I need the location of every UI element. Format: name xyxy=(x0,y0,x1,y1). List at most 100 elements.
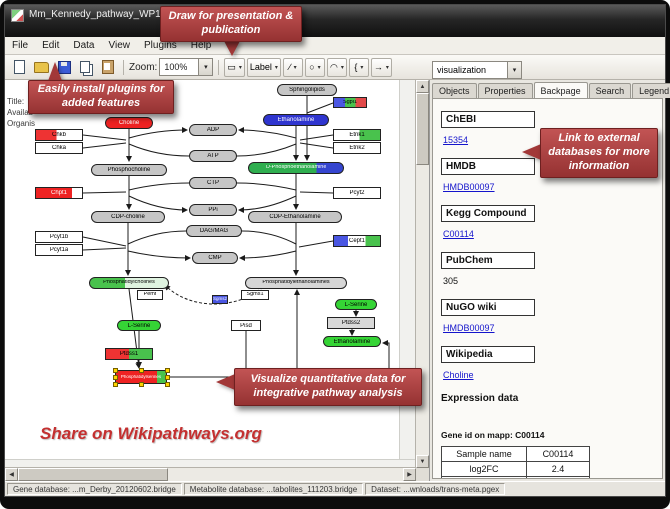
selection-handle[interactable] xyxy=(139,382,144,387)
shape-tool[interactable]: ○ xyxy=(304,57,325,77)
backpage-value-kegg-compound[interactable]: C00114 xyxy=(443,229,474,239)
zoom-combobox[interactable]: 100% xyxy=(159,58,214,76)
horizontal-scroll-thumb[interactable] xyxy=(18,468,168,481)
pathway-node-ethanolamine[interactable]: Ethanolamine xyxy=(323,336,381,347)
horizontal-scrollbar[interactable] xyxy=(5,467,416,481)
pathway-node-ctp[interactable]: CTP xyxy=(189,177,237,189)
menu-data[interactable]: Data xyxy=(73,40,95,51)
tab-search[interactable]: Search xyxy=(588,83,632,98)
pathway-node-adp[interactable]: ADP xyxy=(189,124,237,136)
pathway-edge[interactable] xyxy=(238,195,297,213)
pathway-node-sgpl1[interactable]: Sgpl1 xyxy=(333,97,367,108)
new-file-button[interactable] xyxy=(9,58,29,77)
paste-button[interactable] xyxy=(98,58,118,77)
pathway-edge[interactable] xyxy=(127,250,191,261)
selection-handle[interactable] xyxy=(139,368,144,373)
pathway-node-ethanolamine[interactable]: Ethanolamine xyxy=(263,114,329,126)
pathway-edge[interactable] xyxy=(306,102,334,114)
backpage-value-wikipedia[interactable]: Choline xyxy=(443,370,474,380)
menu-edit[interactable]: Edit xyxy=(42,40,60,51)
pathway-edge[interactable] xyxy=(239,250,297,261)
pathway-node-phosphatidylcholines[interactable]: Phosphatidylcholines xyxy=(89,277,169,289)
pathway-edge[interactable] xyxy=(298,240,334,248)
scroll-down-icon[interactable] xyxy=(416,455,429,468)
pathway-node-pisd[interactable]: Pisd xyxy=(231,320,261,331)
pathway-node-etnk2[interactable]: Etnk2 xyxy=(333,142,381,154)
copy-button[interactable] xyxy=(76,58,96,77)
vertical-scrollbar[interactable] xyxy=(415,80,429,468)
pathway-edge[interactable] xyxy=(128,195,188,213)
pathway-node-cmp[interactable]: CMP xyxy=(192,252,238,264)
backpage-value-hmdb[interactable]: HMDB00097 xyxy=(443,182,495,192)
pathway-node-cdp-ethanolamine[interactable]: CDP-Ethanolamine xyxy=(248,211,342,223)
pathway-edge[interactable] xyxy=(238,127,297,139)
scroll-left-icon[interactable] xyxy=(5,468,18,481)
backpage-value-chebi[interactable]: 15354 xyxy=(443,135,469,145)
pathway-edge[interactable] xyxy=(128,127,188,139)
scroll-up-icon[interactable] xyxy=(416,80,429,93)
pathway-node-ptdss1[interactable]: Ptdss1 xyxy=(105,348,153,360)
pathway-edge[interactable] xyxy=(82,142,127,149)
pathway-node-choline[interactable]: Choline xyxy=(105,117,153,129)
pathway-node-pemt[interactable]: Pemt xyxy=(137,290,163,300)
tab-backpage[interactable]: Backpage xyxy=(533,82,588,98)
pathway-edge[interactable] xyxy=(299,134,334,141)
visualization-combobox[interactable]: visualization xyxy=(432,61,522,79)
tab-legend[interactable]: Legend xyxy=(632,83,670,98)
scroll-right-icon[interactable] xyxy=(403,468,416,481)
pathway-node-l-serine[interactable]: L-Serine xyxy=(117,320,161,331)
pathway-edge[interactable] xyxy=(82,236,127,247)
backpage-value-nugo-wiki[interactable]: HMDB00097 xyxy=(443,323,495,333)
line-tool[interactable]: ∕ xyxy=(282,57,303,77)
arc-tool[interactable]: ◠ xyxy=(326,57,347,77)
interaction-tool[interactable]: → xyxy=(370,57,392,77)
pathway-edge[interactable] xyxy=(82,134,127,141)
pathway-node-phosphatidylserines[interactable]: Phosphatidylserines xyxy=(113,368,170,387)
pathway-edge[interactable] xyxy=(236,143,297,157)
pathway-node-cept1[interactable]: Cept1 xyxy=(333,235,381,247)
pathway-node-atp[interactable]: ATP xyxy=(189,150,237,162)
menu-file[interactable]: File xyxy=(12,40,29,51)
pathway-node-chpt1[interactable]: Chpt1 xyxy=(35,187,83,199)
pathway-node-cdp-choline[interactable]: CDP-choline xyxy=(91,211,165,223)
menu-view[interactable]: View xyxy=(108,40,130,51)
chevron-down-icon[interactable] xyxy=(198,59,213,75)
pathway-node-pcyt1a[interactable]: Pcyt1a xyxy=(35,244,83,256)
pathway-node-ppi[interactable]: PPi xyxy=(189,204,237,216)
selection-handle[interactable] xyxy=(165,368,170,373)
label-tool[interactable]: Label xyxy=(246,57,281,77)
pathway-node-dag-mag[interactable]: DAG/MAG xyxy=(186,225,242,237)
pathway-edge[interactable] xyxy=(82,191,127,194)
pathway-edge[interactable] xyxy=(299,191,334,194)
menu-help[interactable]: Help xyxy=(190,40,212,51)
pathway-node-chka[interactable]: Chka xyxy=(35,142,83,154)
pathway-node-l-serine[interactable]: L-Serine xyxy=(335,299,377,310)
pathway-edge[interactable] xyxy=(127,230,187,245)
pathway-node-chkb[interactable]: Chkb xyxy=(35,129,83,141)
pathway-node-ptdss2[interactable]: Ptdss2 xyxy=(327,317,375,329)
pathway-edge[interactable] xyxy=(299,142,334,149)
tab-objects[interactable]: Objects xyxy=(432,83,477,98)
pathway-edge[interactable] xyxy=(128,182,190,191)
pathway-edge[interactable] xyxy=(241,230,297,245)
pathway-edge[interactable] xyxy=(236,182,297,191)
selection-handle[interactable] xyxy=(165,382,170,387)
title-bar[interactable]: Mm_Kennedy_pathway_WP1771_45176.gpml xyxy=(5,5,665,37)
pathway-node-pcyt2[interactable]: Pcyt2 xyxy=(333,187,381,199)
vertical-scroll-thumb[interactable] xyxy=(416,93,429,165)
selection-handle[interactable] xyxy=(113,382,118,387)
tab-properties[interactable]: Properties xyxy=(477,83,533,98)
selection-handle[interactable] xyxy=(113,375,118,380)
pathway-edge[interactable] xyxy=(128,143,190,157)
pathway-node-sgms1[interactable]: Sgms1 xyxy=(241,290,269,300)
selection-handle[interactable] xyxy=(165,375,170,380)
pathway-node-phosphocholine[interactable]: Phosphocholine xyxy=(91,164,167,176)
pathway-node-pcyt1b[interactable]: Pcyt1b xyxy=(35,231,83,243)
datanode-tool[interactable]: ▭ xyxy=(224,57,245,77)
pathway-node-etnk1[interactable]: Etnk1 xyxy=(333,129,381,141)
menu-plugins[interactable]: Plugins xyxy=(143,40,177,51)
pathway-edge[interactable] xyxy=(82,247,127,251)
brace-tool[interactable]: { xyxy=(348,57,369,77)
selection-handle[interactable] xyxy=(113,368,118,373)
